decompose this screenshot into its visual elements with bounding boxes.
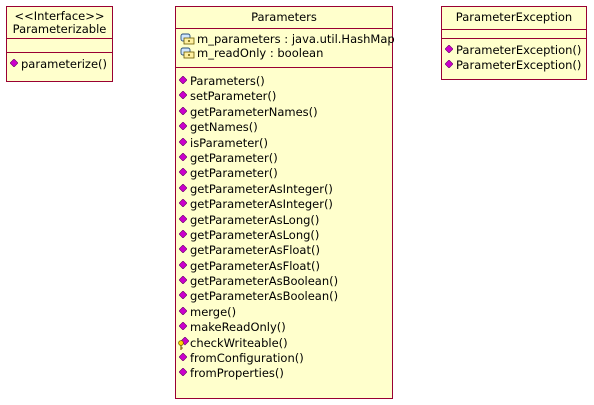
- attribute-compartment: [442, 29, 586, 38]
- operation-row[interactable]: getParameterAsBoolean(): [179, 289, 390, 304]
- operation-row[interactable]: getParameterAsFloat(): [179, 259, 390, 274]
- operation-label: getParameterAsLong(): [190, 212, 320, 227]
- operation-label: getParameterAsInteger(): [190, 181, 333, 196]
- public-operation-icon: [179, 199, 187, 208]
- operation-label: getParameterAsFloat(): [190, 258, 320, 273]
- operation-label: setParameter(): [190, 89, 277, 104]
- operation-compartment: Parameters() setParameter() getParameter…: [176, 67, 392, 385]
- public-operation-icon: [179, 122, 187, 131]
- operation-compartment: parameterize(): [7, 52, 112, 75]
- operation-row[interactable]: isParameter(): [179, 136, 390, 151]
- operation-row[interactable]: getParameter(): [179, 151, 390, 166]
- operation-label: ParameterException(): [456, 58, 582, 73]
- operation-label: fromConfiguration(): [190, 351, 304, 366]
- operation-label: isParameter(): [190, 135, 268, 150]
- operation-label: checkWriteable(): [190, 335, 288, 350]
- public-operation-icon: [10, 59, 18, 67]
- operation-label: getParameterAsLong(): [190, 227, 320, 242]
- key-icon: [177, 336, 189, 351]
- attribute-label: m_readOnly : boolean: [197, 46, 324, 60]
- operation-row[interactable]: fromConfiguration(): [179, 351, 390, 366]
- operation-label: parameterize(): [21, 57, 107, 71]
- operation-row[interactable]: getParameter(): [179, 166, 390, 181]
- class-name: ParameterException: [455, 10, 573, 24]
- attribute-label: m_parameters : java.util.HashMap: [197, 32, 395, 46]
- operation-label: merge(): [190, 304, 237, 319]
- operation-label: getParameterAsInteger(): [190, 197, 333, 212]
- lock-icon: [180, 46, 196, 59]
- operation-label: Parameters(): [190, 74, 265, 88]
- class-parameterizable[interactable]: <<Interface>> Parameterizable parameteri…: [6, 6, 113, 82]
- operation-label: getParameter(): [190, 166, 278, 181]
- operation-label: getParameterAsBoolean(): [190, 289, 339, 304]
- class-name: Parameters: [251, 10, 317, 24]
- attribute-row[interactable]: m_readOnly : boolean: [179, 46, 390, 60]
- operation-row[interactable]: getParameterAsBoolean(): [179, 274, 390, 289]
- operation-row[interactable]: checkWriteable(): [177, 335, 390, 351]
- operation-label: makeReadOnly(): [190, 320, 286, 335]
- operation-label: fromProperties(): [190, 366, 284, 381]
- attribute-compartment: [7, 38, 112, 52]
- operation-row[interactable]: getParameterAsFloat(): [179, 243, 390, 258]
- public-operation-icon: [179, 353, 187, 362]
- public-operation-icon: [179, 152, 187, 161]
- class-header: Parameters: [176, 7, 392, 28]
- public-operation-icon: [445, 45, 453, 53]
- public-operation-icon: [179, 106, 187, 115]
- public-operation-icon: [179, 276, 187, 285]
- public-operation-icon: [445, 60, 453, 69]
- operation-row[interactable]: getNames(): [179, 120, 390, 135]
- operation-label: getParameter(): [190, 150, 278, 165]
- operation-row[interactable]: parameterize(): [10, 57, 110, 72]
- operation-row[interactable]: makeReadOnly(): [179, 320, 390, 335]
- operation-row[interactable]: fromProperties(): [179, 366, 390, 381]
- operation-row[interactable]: ParameterException(): [445, 43, 584, 58]
- public-operation-icon: [179, 183, 187, 192]
- operation-row[interactable]: getParameterAsInteger(): [179, 197, 390, 212]
- operation-label: getParameterNames(): [190, 104, 318, 119]
- operation-row[interactable]: getParameterAsLong(): [179, 228, 390, 243]
- operation-row[interactable]: getParameterNames(): [179, 105, 390, 120]
- public-operation-icon: [179, 322, 187, 331]
- operation-compartment: ParameterException() ParameterException(…: [442, 38, 586, 77]
- operation-label: getParameterAsBoolean(): [190, 274, 339, 289]
- operation-row[interactable]: Parameters(): [179, 74, 390, 89]
- public-operation-icon: [179, 214, 187, 223]
- class-stereotype: <<Interface>>: [14, 9, 105, 23]
- public-operation-icon: [179, 306, 187, 315]
- public-operation-icon: [179, 76, 187, 84]
- operation-row[interactable]: getParameterAsInteger(): [179, 182, 390, 197]
- class-parameters[interactable]: Parameters m_parameters : java.util.Hash…: [175, 6, 395, 399]
- class-header: ParameterException: [442, 7, 586, 29]
- public-operation-icon: [179, 260, 187, 269]
- operation-label: getNames(): [190, 120, 258, 135]
- operation-row[interactable]: merge(): [179, 305, 390, 320]
- class-header: <<Interface>> Parameterizable: [7, 7, 112, 38]
- public-operation-icon: [179, 91, 187, 100]
- public-operation-icon: [179, 245, 187, 254]
- operation-row[interactable]: getParameterAsLong(): [179, 213, 390, 228]
- public-operation-icon: [179, 368, 187, 377]
- public-operation-icon: [179, 168, 187, 177]
- operation-row[interactable]: ParameterException(): [445, 58, 584, 73]
- class-parameterexception[interactable]: ParameterException ParameterException() …: [441, 6, 587, 80]
- public-operation-icon: [179, 137, 187, 146]
- operation-row[interactable]: setParameter(): [179, 89, 390, 104]
- attribute-row[interactable]: m_parameters : java.util.HashMap: [179, 32, 395, 46]
- operation-label: ParameterException(): [456, 43, 582, 57]
- public-operation-icon: [179, 229, 187, 238]
- operation-label: getParameterAsFloat(): [190, 243, 320, 258]
- class-name: Parameterizable: [12, 22, 107, 36]
- attribute-compartment: m_parameters : java.util.HashMap m_readO…: [176, 28, 395, 67]
- public-operation-icon: [179, 291, 187, 300]
- lock-icon: [180, 32, 196, 45]
